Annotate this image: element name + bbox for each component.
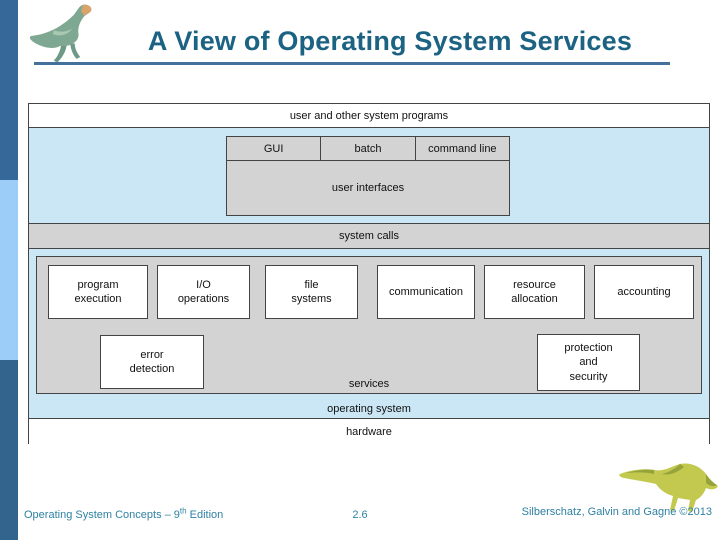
dinosaur-logo-icon <box>29 4 92 63</box>
gui-cell: GUI <box>227 137 322 160</box>
error-detection-box: error detection <box>100 335 204 389</box>
service-box-communication: communication <box>377 265 475 319</box>
service-box-resource-allocation: resource allocation <box>484 265 585 319</box>
os-services-diagram: user and other system programs GUI batch… <box>28 103 710 444</box>
title-underline <box>34 62 670 65</box>
slide-footer: Operating System Concepts – 9th Edition … <box>0 506 720 526</box>
interface-types-row: GUI batch command line <box>227 137 509 161</box>
operating-system-text: operating system <box>327 402 411 415</box>
service-box-accounting: accounting <box>594 265 694 319</box>
services-label: services <box>348 378 390 390</box>
page-title: A View of Operating System Services <box>147 26 633 56</box>
footer-page-number: 2.6 <box>352 509 368 521</box>
footer-authors: Silberschatz, Galvin and Gagne ©2013 <box>521 506 712 518</box>
system-calls-label: system calls <box>339 230 399 242</box>
hardware-label: hardware <box>346 425 392 438</box>
user-interfaces-box: user interfaces <box>331 182 405 194</box>
service-box-program-execution: program execution <box>48 265 148 319</box>
footer-book-title: Operating System Concepts – 9th Edition <box>24 506 224 521</box>
batch-cell: batch <box>321 137 416 160</box>
footer-book-main: Operating System Concepts – 9 <box>24 509 180 521</box>
sidebar-accent-middle <box>0 180 18 360</box>
user-programs-label: user and other system programs <box>289 109 449 122</box>
sidebar-accent-bottom <box>0 360 18 540</box>
hardware-bar: hardware <box>29 418 709 444</box>
user-interfaces-group: GUI batch command line user interfaces <box>226 136 510 216</box>
sidebar-accent-top <box>0 0 18 180</box>
dinosaur-mascot-icon <box>619 463 718 512</box>
command-line-cell: command line <box>428 142 497 155</box>
user-programs-bar: user and other system programs <box>29 104 709 128</box>
service-box-file-systems: file systems <box>265 265 358 319</box>
system-calls-bar: system calls <box>29 223 709 249</box>
protection-security-box: protection and security <box>537 334 640 391</box>
footer-edition-sup: th <box>179 506 187 516</box>
sidebar-accent <box>0 0 18 540</box>
footer-edition-tail: Edition <box>186 509 224 521</box>
service-box-io-operations: I/O operations <box>157 265 250 319</box>
services-container: program execution I/O operations file sy… <box>36 256 702 394</box>
operating-system-label: operating system <box>29 399 709 418</box>
